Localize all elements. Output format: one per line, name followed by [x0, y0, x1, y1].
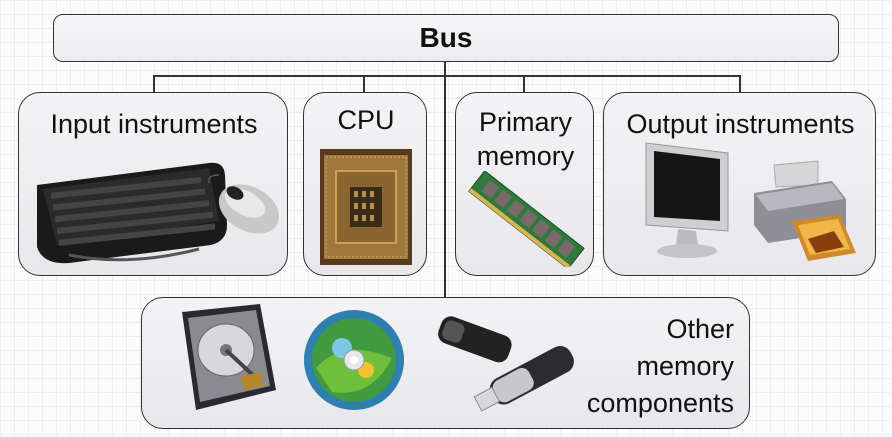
input-instruments-label: Input instruments: [50, 109, 258, 139]
connector-primary: [523, 75, 525, 93]
cpu-label: CPU: [337, 105, 395, 135]
other-memory-label-line2: memory: [636, 351, 734, 381]
printer-icon: [754, 160, 856, 261]
primary-memory-label-line2: memory: [476, 141, 575, 171]
bus-label: Bus: [419, 22, 473, 53]
other-memory-components-box: Other memory components: [141, 297, 750, 429]
primary-memory-label-line1: Primary: [479, 107, 572, 137]
other-memory-label-line3: components: [586, 388, 734, 418]
mouse-icon: [207, 174, 280, 234]
output-instruments-label: Output instruments: [626, 109, 855, 139]
bus-branch-line: [153, 75, 740, 77]
usb-drive-icon: [438, 316, 574, 412]
connector-cpu: [363, 75, 365, 93]
ram-module-icon: [468, 171, 585, 267]
cpu-chip-icon: [320, 149, 412, 265]
keyboard-icon: [37, 162, 227, 264]
connector-input: [153, 75, 155, 93]
primary-memory-box: Primary memory: [455, 92, 594, 276]
cpu-box: CPU: [303, 92, 427, 276]
monitor-icon: [645, 142, 729, 258]
bus-trunk-line: [444, 62, 446, 298]
cd-disc-icon: [304, 310, 404, 410]
other-memory-label-line1: Other: [666, 314, 734, 344]
bus-box: Bus: [53, 14, 839, 62]
input-instruments-box: Input instruments: [18, 92, 288, 276]
hard-drive-icon: [182, 304, 276, 410]
connector-output: [739, 75, 741, 93]
output-instruments-box: Output instruments: [603, 92, 876, 276]
